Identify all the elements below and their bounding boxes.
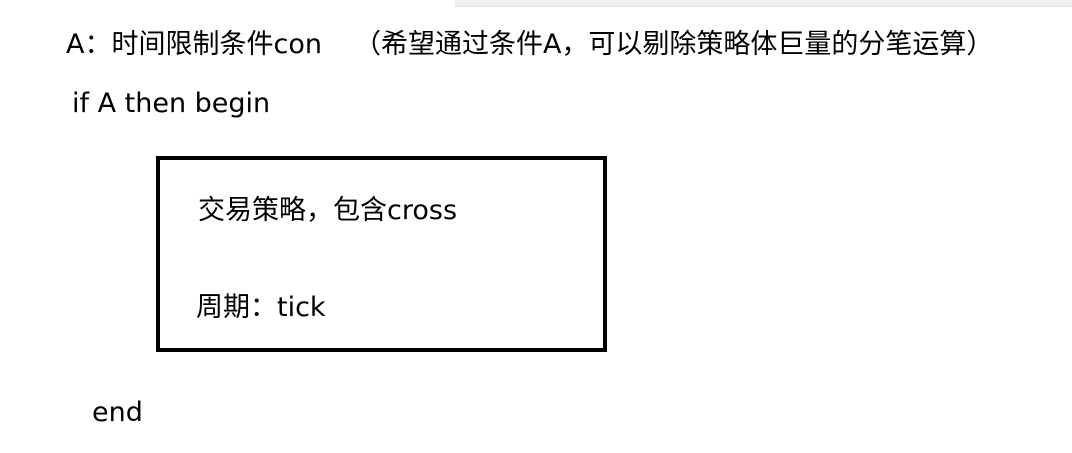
condition-label: A：时间限制条件con — [66, 29, 322, 60]
strategy-description: 交易策略，包含cross — [198, 195, 458, 226]
end-statement: end — [92, 397, 143, 428]
period-description: 周期：tick — [196, 292, 326, 323]
strategy-block: 交易策略，包含cross 周期：tick — [156, 156, 607, 352]
if-statement: if A then begin — [72, 88, 271, 119]
condition-heading: A：时间限制条件con （希望通过条件A，可以剔除策略体巨量的分笔运算） — [66, 28, 993, 62]
condition-note: （希望通过条件A，可以剔除策略体巨量的分笔运算） — [353, 29, 994, 60]
top-bar-edge — [455, 0, 1072, 7]
